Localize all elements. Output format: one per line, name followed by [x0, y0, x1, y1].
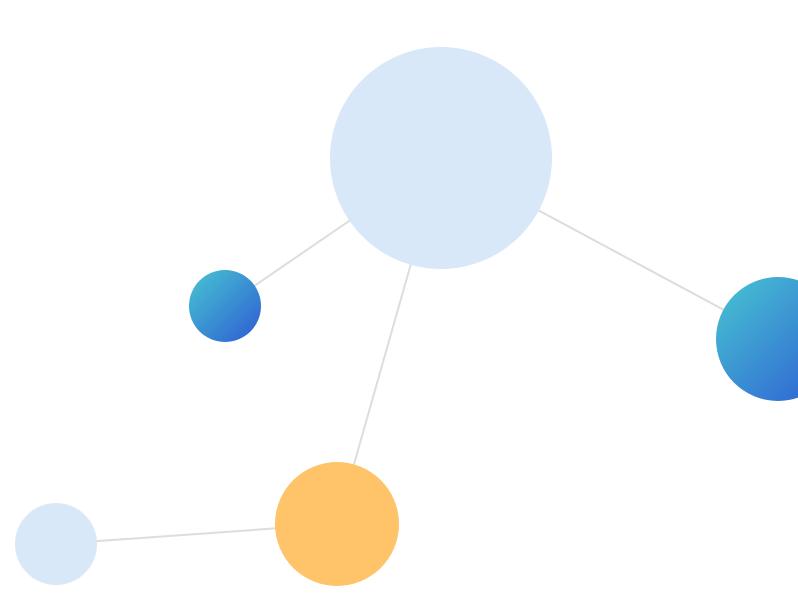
nodes-group: [15, 47, 798, 586]
node-small-gradient[interactable]: [189, 270, 261, 342]
node-right-gradient[interactable]: [716, 277, 798, 401]
node-small-light[interactable]: [15, 503, 97, 585]
node-hub-large[interactable]: [330, 47, 552, 269]
node-orange-node[interactable]: [275, 462, 399, 586]
